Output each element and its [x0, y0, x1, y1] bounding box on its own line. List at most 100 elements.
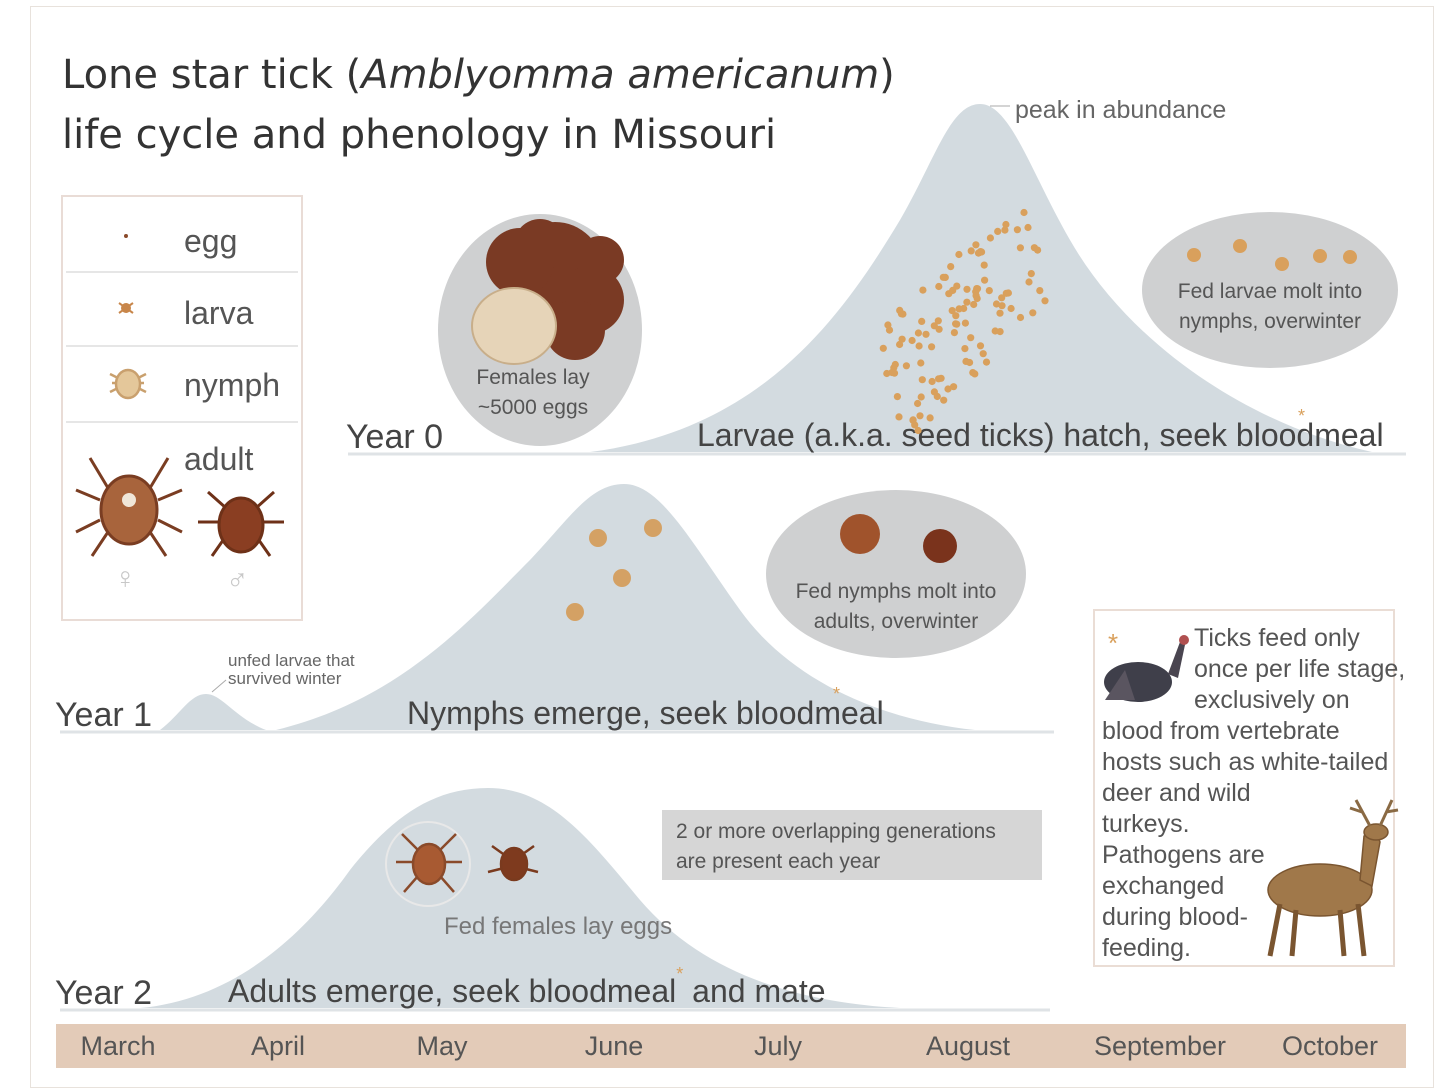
male-symbol: ♂ — [226, 564, 249, 597]
seed-tick-dot — [914, 426, 922, 435]
nymph-abundance-curve — [276, 484, 975, 730]
year-1-phenology: Year 1 unfed larvae that survived winter… — [55, 484, 1054, 734]
seed-tick-dot — [918, 376, 926, 384]
seed-tick-dot — [1030, 244, 1038, 252]
month-label-july: July — [754, 1031, 803, 1061]
fed-nymphs-bubble: Fed nymphs molt into adults, overwinter — [766, 490, 1026, 658]
month-label-april: April — [251, 1031, 305, 1061]
generations-line-2: are present each year — [676, 850, 880, 873]
seed-tick-dot — [922, 330, 930, 338]
month-label-september: September — [1094, 1031, 1226, 1061]
seed-tick-dot — [898, 335, 906, 343]
svg-text:exclusively on: exclusively on — [1194, 686, 1350, 714]
month-label-may: May — [416, 1031, 468, 1061]
seed-tick-dot — [915, 342, 923, 350]
seed-tick-dot — [982, 358, 991, 366]
seed-tick-dot — [1029, 309, 1037, 317]
svg-text:turkeys.: turkeys. — [1102, 810, 1190, 838]
info-lines: Ticks feed only once per life stage, exc… — [1102, 624, 1405, 962]
seed-tick-dot — [1016, 244, 1024, 252]
fed-nymphs-line-2: adults, overwinter — [814, 610, 979, 633]
adults-emerge-label: Adults emerge, seek bloodmeal* and mate — [228, 964, 826, 1009]
seed-tick-dot — [909, 416, 917, 424]
seed-tick-dot — [893, 393, 902, 401]
nymphs-emerge-label: Nymphs emerge, seek bloodmeal — [407, 695, 884, 731]
seed-tick-dot — [928, 377, 936, 386]
seed-tick-dot — [888, 368, 896, 377]
month-label-march: March — [80, 1031, 155, 1061]
title-line-1: Lone star tick (Amblyomma americanum) — [62, 52, 895, 98]
seed-tick-dot — [998, 294, 1006, 302]
seed-tick-dot — [998, 302, 1006, 310]
year-2-phenology: Year 2 Adults emerge, seek bloodmeal* an… — [55, 788, 1050, 1012]
peak-in-abundance-note: peak in abundance — [1015, 96, 1226, 124]
seed-tick-dot — [991, 327, 999, 335]
nymph-icon — [109, 368, 147, 400]
seed-tick-dot — [950, 383, 958, 391]
seed-tick-dot — [916, 412, 924, 420]
deer-icon — [1267, 799, 1399, 957]
svg-text:during blood-: during blood- — [1102, 903, 1248, 931]
year-0-label: Year 0 — [346, 418, 443, 456]
seed-tick-dot — [950, 329, 959, 337]
life-stage-legend: egg larva nymph adult ♀ ♂ — [61, 195, 303, 621]
seed-tick-dot — [972, 241, 980, 249]
fed-females-lay-eggs-note: Fed females lay eggs — [444, 913, 672, 940]
seed-tick-dot — [918, 317, 926, 325]
male-tick-icon — [487, 844, 539, 882]
larva-icon — [118, 302, 134, 314]
year-0-asterisk: * — [1298, 406, 1305, 426]
molting-larvae-icons — [1187, 239, 1357, 271]
legend-nymph: nymph — [184, 367, 280, 403]
fed-larvae-line-1: Fed larvae molt into — [1178, 280, 1362, 303]
females-lay-eggs-bubble: Females lay ~5000 eggs — [438, 214, 642, 446]
seed-tick-dot — [1001, 226, 1009, 234]
adult-female-tick-icon — [75, 457, 183, 557]
svg-text:exchanged: exchanged — [1102, 872, 1224, 900]
fed-larvae-bubble: Fed larvae molt into nymphs, overwinter — [1142, 212, 1398, 368]
seed-tick-dot — [955, 250, 963, 259]
unfed-larvae-note-line-1: unfed larvae that — [228, 651, 355, 670]
month-bar — [56, 1024, 1406, 1068]
seed-tick-dot — [935, 375, 943, 383]
overlapping-generations-box: 2 or more overlapping generations are pr… — [662, 810, 1042, 880]
year-0-phenology: Year 0 Larvae (a.k.a. seed ticks) hatch,… — [346, 96, 1406, 456]
seed-tick-dot — [914, 399, 922, 408]
info-asterisk: * — [1108, 628, 1118, 658]
seed-tick-dot — [971, 370, 979, 378]
generations-line-1: 2 or more overlapping generations — [676, 820, 996, 843]
seed-tick-cluster — [879, 208, 1049, 435]
seed-tick-dot — [895, 413, 903, 421]
svg-text:Pathogens are: Pathogens are — [1102, 841, 1265, 869]
turkey-icon — [1104, 635, 1189, 702]
seed-tick-dot — [973, 285, 981, 293]
seed-tick-dot — [926, 414, 934, 422]
feeding-info-box: * Ticks feed only once per life stage, e… — [1093, 609, 1405, 967]
unfed-larvae-curve — [160, 694, 266, 730]
year-1-asterisk: * — [833, 684, 840, 704]
year-1-label: Year 1 — [55, 696, 152, 734]
seed-tick-dot — [914, 329, 923, 337]
seed-tick-dot — [1025, 278, 1033, 286]
female-symbol: ♀ — [114, 562, 137, 595]
seed-tick-dot — [973, 294, 981, 303]
seed-tick-dot — [967, 247, 975, 255]
seed-tick-dot — [944, 385, 952, 393]
seed-tick-dot — [981, 276, 989, 284]
seed-tick-dot — [949, 286, 957, 294]
fed-female-halo — [385, 821, 471, 907]
seed-tick-dot — [1024, 223, 1032, 232]
seed-tick-dot — [935, 282, 943, 291]
seed-tick-dot — [986, 234, 995, 242]
females-lay-line-2: ~5000 eggs — [478, 396, 588, 419]
seed-tick-dot — [1002, 220, 1010, 229]
legend-egg: egg — [184, 223, 237, 259]
seed-tick-dot — [979, 350, 987, 358]
seed-tick-dot — [952, 312, 960, 320]
fed-larvae-line-2: nymphs, overwinter — [1179, 310, 1361, 333]
seed-tick-dot — [935, 325, 943, 333]
seed-tick-dot — [919, 286, 927, 294]
seed-tick-dot — [980, 261, 988, 269]
